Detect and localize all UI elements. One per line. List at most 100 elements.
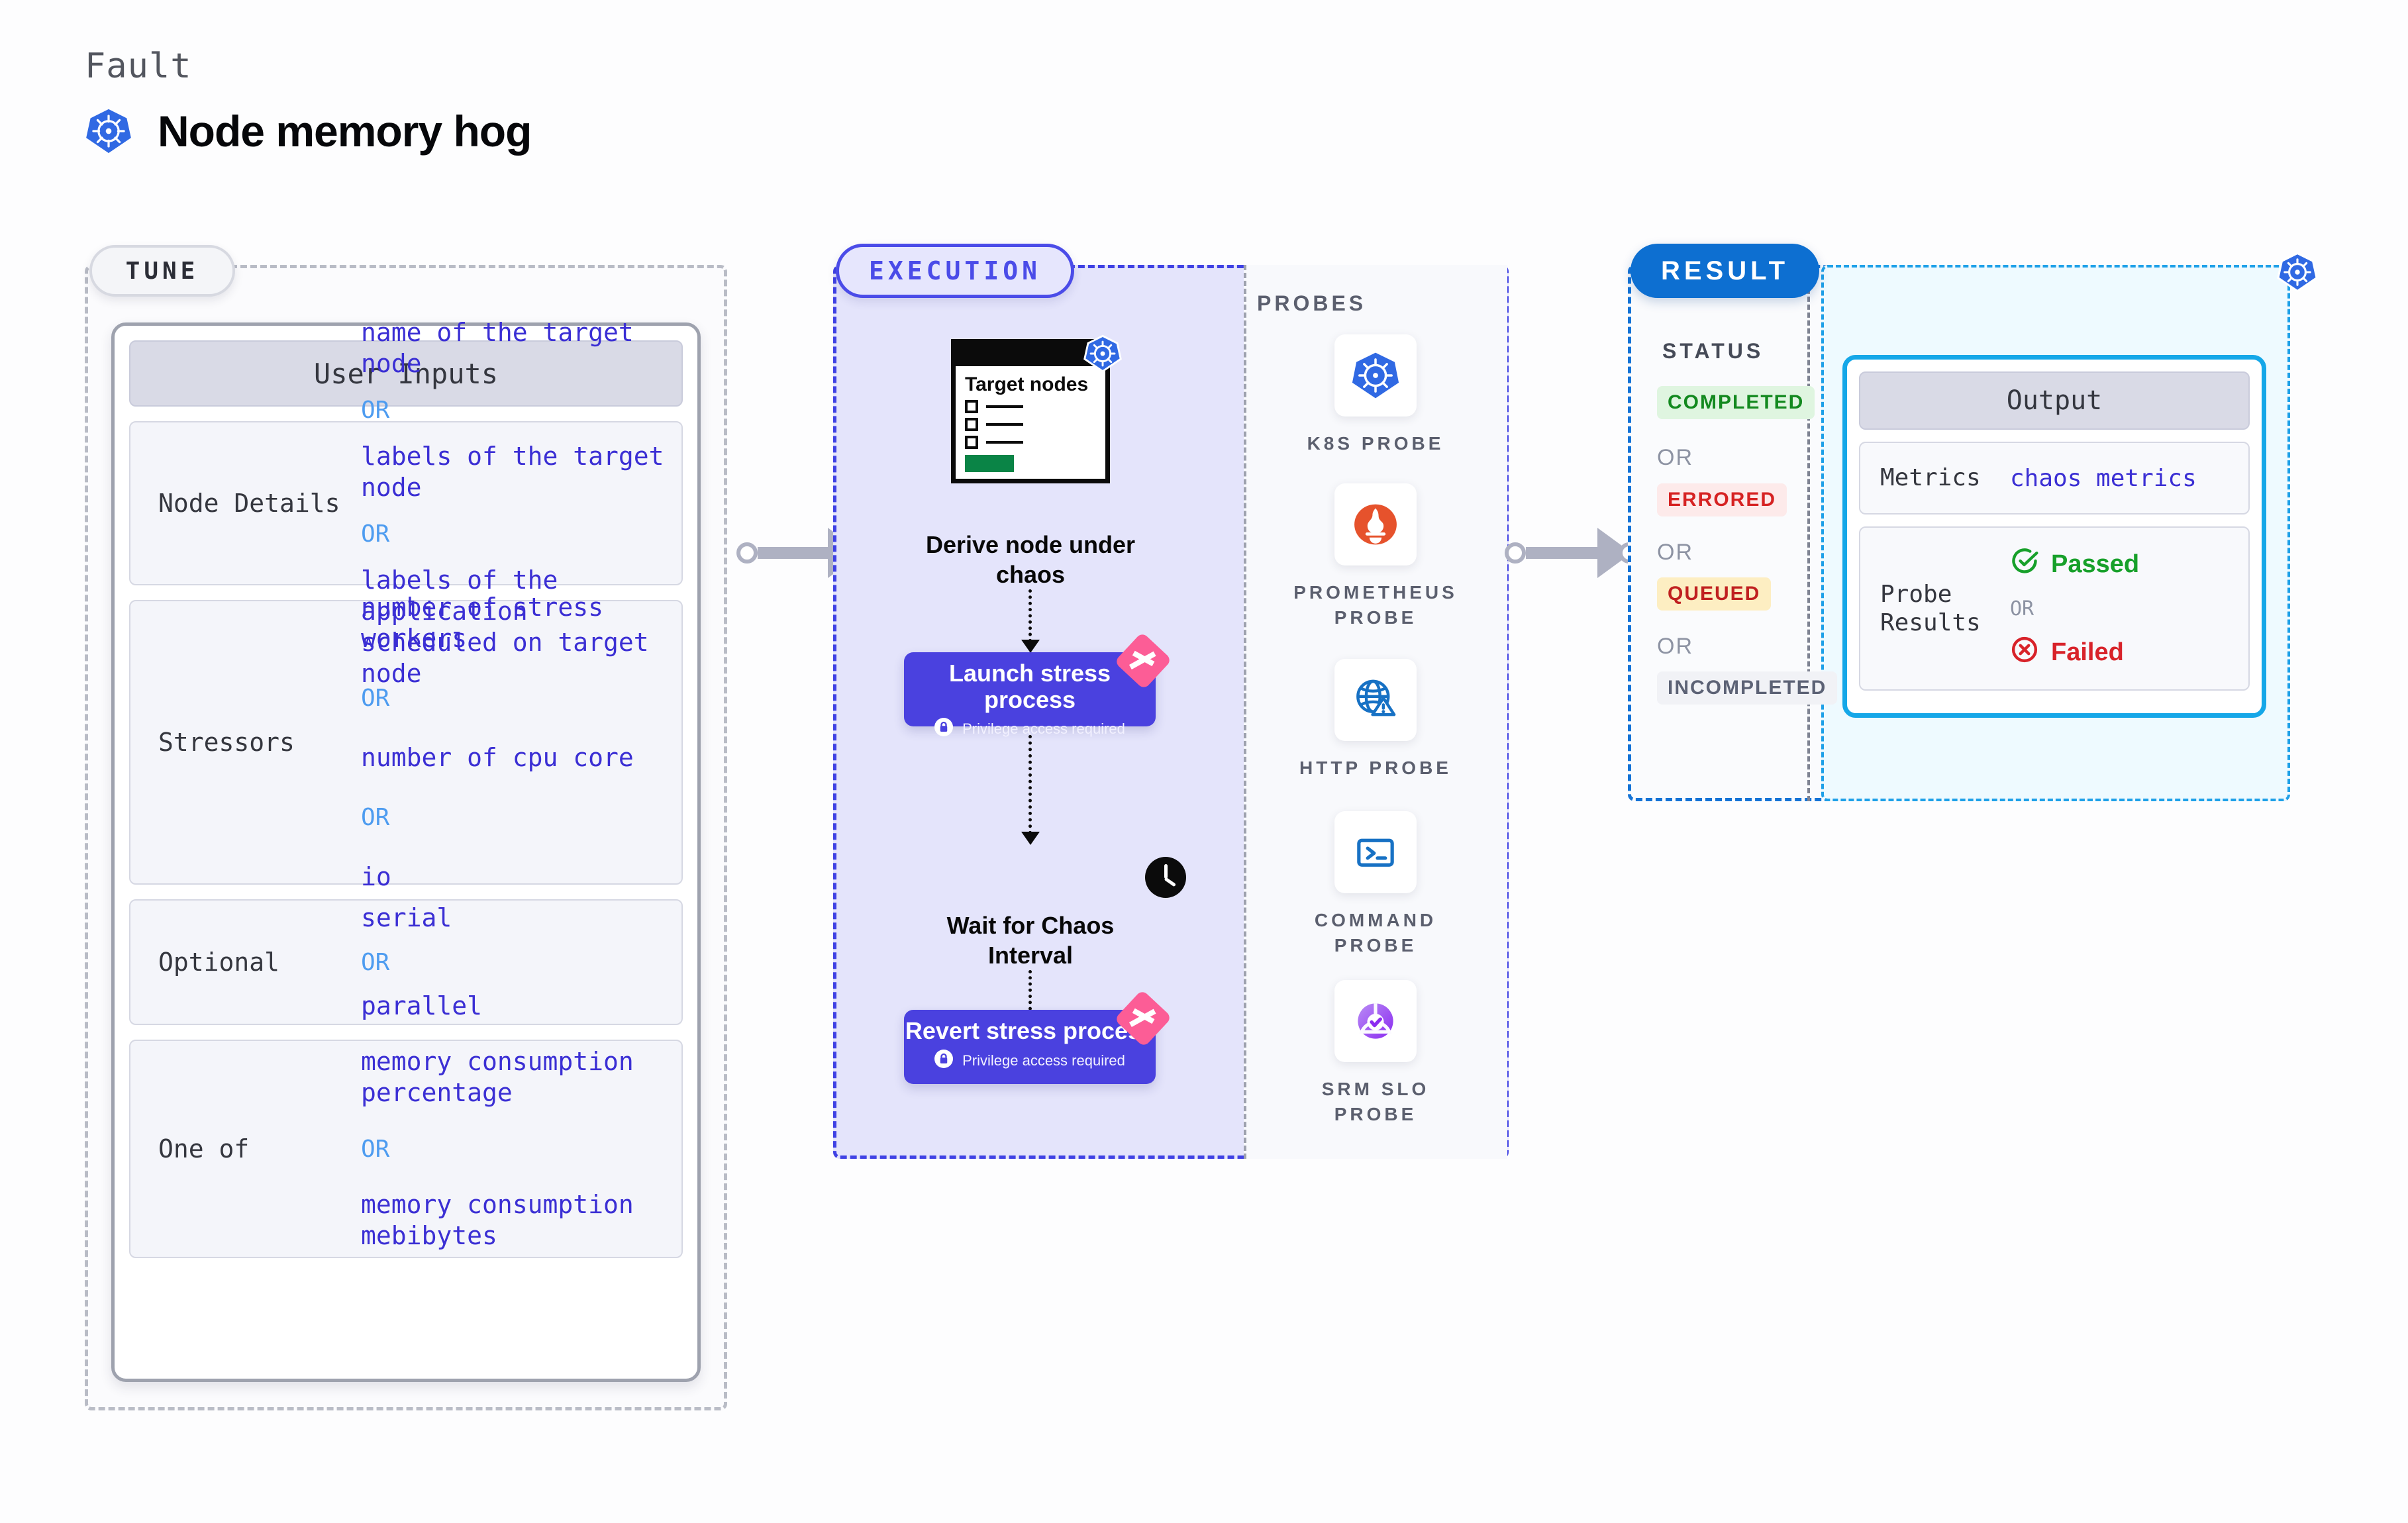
revert-stress-process-box[interactable]: Revert stress process Privilege access r…	[904, 989, 1172, 1084]
user-input-row-one-of: One of memory consumption percentage OR …	[129, 1040, 683, 1258]
page-title-row: Node memory hog	[85, 106, 532, 156]
launch-stress-process-title: Launch stress process	[948, 660, 1111, 713]
output-title: Output	[1859, 371, 2250, 430]
checkbox-icon	[965, 436, 978, 450]
probe-label: HTTP PROBE	[1299, 758, 1452, 778]
status-badge-errored: ERRORED	[1657, 483, 1787, 516]
row-label: Optional	[158, 948, 280, 977]
user-inputs-title: User Inputs	[129, 340, 683, 407]
page-title: Node memory hog	[158, 107, 532, 156]
x-circle-icon	[2010, 635, 2039, 671]
output-row-probe-results: Probe Results Passed OR Failed	[1859, 526, 2250, 691]
row-separator: OR	[361, 948, 390, 976]
clock-icon	[1145, 857, 1186, 898]
row-label: Stressors	[158, 728, 295, 757]
connector-start-dot	[736, 542, 758, 564]
probe-item-command[interactable]: COMMAND PROBE	[1283, 811, 1468, 958]
metrics-label: Metrics	[1880, 464, 1981, 492]
connector-execution-to-result	[1505, 528, 1640, 578]
connector-start-dot	[1505, 542, 1526, 564]
target-nodes-card: Target nodes	[951, 339, 1110, 483]
revert-stress-process-sub: Privilege access required	[962, 1052, 1125, 1069]
probe-label: PROMETHEUS PROBE	[1293, 582, 1458, 628]
checkbox-icon	[965, 400, 978, 414]
flow-arrowhead	[1021, 640, 1040, 653]
row-value: labels of the target node	[361, 441, 664, 502]
row-value: name of the target node	[361, 317, 634, 378]
status-separator: OR	[1657, 634, 1693, 659]
row-separator: OR	[361, 396, 390, 424]
kubernetes-icon	[1334, 334, 1417, 417]
passed-label: Passed	[2051, 550, 2140, 578]
checkbox-row	[965, 418, 1096, 432]
kubernetes-icon	[85, 107, 132, 155]
derive-node-label: Derive node under chaos	[925, 531, 1136, 588]
probe-label: COMMAND PROBE	[1314, 910, 1437, 956]
launch-stress-process-sub: Privilege access required	[962, 720, 1125, 738]
flow-connector	[1028, 735, 1032, 834]
failed-label: Failed	[2051, 638, 2124, 666]
checkbox-row	[965, 436, 1096, 450]
probe-item-srm-slo[interactable]: SRM SLO PROBE	[1283, 980, 1468, 1127]
line-placeholder	[986, 405, 1023, 409]
row-value: parallel	[361, 991, 483, 1020]
execution-pill-label: EXECUTION	[836, 244, 1074, 298]
row-value: serial	[361, 903, 452, 933]
status-badge-incompleted: INCOMPLETED	[1657, 671, 1838, 705]
probes-title: PROBES	[1257, 291, 1367, 315]
status-title: STATUS	[1662, 339, 1764, 363]
terminal-icon	[1334, 811, 1417, 893]
row-value: io	[361, 862, 391, 892]
srm-slo-icon	[1334, 980, 1417, 1062]
row-value: memory consumption percentage	[361, 1047, 634, 1108]
wait-chaos-interval-label: Wait for Chaos Interval	[946, 912, 1115, 969]
probe-item-prometheus[interactable]: PROMETHEUS PROBE	[1283, 483, 1468, 630]
probe-label: K8S PROBE	[1307, 433, 1444, 454]
green-bar	[965, 455, 1014, 473]
line-placeholder	[986, 441, 1023, 444]
line-placeholder	[986, 423, 1023, 426]
tune-pill-label: TUNE	[89, 245, 235, 297]
probe-result-separator: OR	[2010, 597, 2034, 620]
user-input-row-stressors: Stressors number of stress workers OR nu…	[129, 593, 683, 891]
kubernetes-icon	[2277, 252, 2318, 296]
row-separator: OR	[361, 1135, 390, 1163]
output-card: Output Metrics chaos metrics Probe Resul…	[1842, 355, 2266, 718]
row-separator: OR	[361, 520, 390, 548]
row-value: number of cpu core	[361, 743, 634, 772]
probe-result-failed: Failed	[2010, 635, 2238, 671]
row-separator: OR	[361, 804, 390, 832]
revert-stress-process-title: Revert stress process	[905, 1017, 1155, 1044]
row-label: Node Details	[158, 489, 340, 518]
probe-item-k8s[interactable]: K8S PROBE	[1283, 334, 1468, 456]
globe-warning-icon	[1334, 659, 1417, 741]
connector-shaft	[1526, 547, 1600, 559]
result-pill-label: RESULT	[1630, 244, 1819, 298]
prometheus-icon	[1334, 483, 1417, 565]
status-badge-queued: QUEUED	[1657, 577, 1772, 611]
status-badge-completed: COMPLETED	[1657, 386, 1815, 419]
kubernetes-icon	[1083, 334, 1122, 376]
flow-connector	[1028, 589, 1032, 642]
row-label: One of	[158, 1134, 250, 1163]
probe-result-passed: Passed	[2010, 547, 2238, 583]
flow-connector	[1028, 970, 1032, 1016]
probe-item-http[interactable]: HTTP PROBE	[1283, 659, 1468, 781]
launch-stress-process-box[interactable]: Launch stress process Privilege access r…	[904, 632, 1172, 737]
page-eyebrow: Fault	[85, 46, 192, 86]
row-value: memory consumption mebibytes	[361, 1189, 634, 1250]
target-nodes-title: Target nodes	[965, 373, 1089, 395]
card-titlebar	[956, 344, 1105, 366]
check-circle-icon	[2010, 547, 2039, 583]
connector-shaft	[758, 547, 830, 559]
row-separator: OR	[361, 685, 390, 712]
status-separator: OR	[1657, 445, 1693, 470]
user-input-row-optional: Optional serial OR parallel	[129, 899, 683, 1025]
user-inputs-card: User Inputs Node Details name of the tar…	[111, 318, 701, 1382]
status-separator: OR	[1657, 540, 1693, 565]
probe-label: SRM SLO PROBE	[1321, 1079, 1430, 1124]
probe-results-label: Probe Results	[1880, 580, 1981, 636]
metrics-value: chaos metrics	[2010, 464, 2197, 492]
lock-icon	[934, 718, 954, 740]
checkbox-row	[965, 400, 1096, 414]
